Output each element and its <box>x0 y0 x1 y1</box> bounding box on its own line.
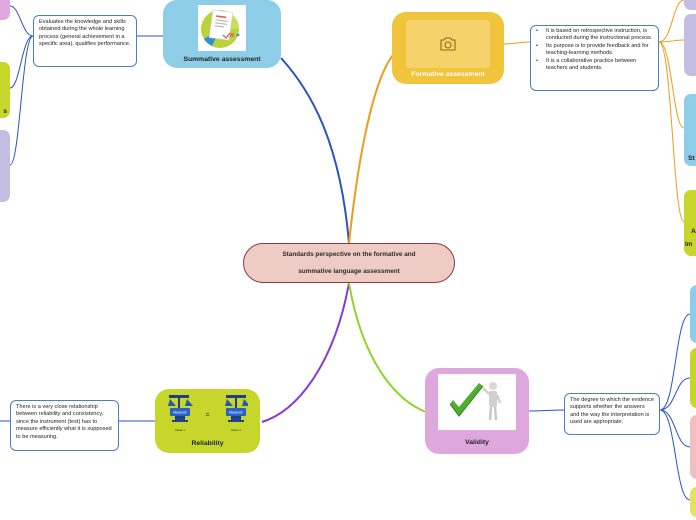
bullet-marker: • <box>536 57 538 64</box>
validity-image <box>438 374 516 430</box>
formative-note-item: • Its purpose is to provide feedback and… <box>536 43 653 58</box>
topic-reliability[interactable]: Measure Meas 1 = Measure Meas 2 Reliabil… <box>155 389 260 453</box>
scale-right-caption: Meas 2 <box>231 428 241 432</box>
right-edge-card-label-a: A <box>691 228 696 235</box>
report-icon <box>201 9 240 48</box>
central-topic[interactable]: Standards perspective on the formative a… <box>243 243 455 283</box>
central-topic-label: Standards perspective on the formative a… <box>282 251 416 275</box>
branch-summative <box>280 57 350 244</box>
equals-sign: = <box>205 412 209 419</box>
summative-image <box>198 5 246 51</box>
connector-validity-note <box>528 409 565 412</box>
right-edge-card-pink[interactable] <box>690 415 696 479</box>
validity-note[interactable]: The degree to which the evidence support… <box>564 393 660 435</box>
reliability-note[interactable]: There is a very close relationship betwe… <box>10 400 119 451</box>
left-edge-card-green[interactable]: s <box>0 62 10 118</box>
formative-note-item: • It is a collaborative practice between… <box>536 58 653 73</box>
formative-note-item: • It is based on retrospective instructi… <box>536 28 653 43</box>
summative-title: Summative assessment <box>183 56 261 63</box>
right-edge-card-lavender-top[interactable] <box>684 0 696 10</box>
formative-note[interactable]: • It is based on retrospective instructi… <box>530 25 659 91</box>
formative-note-item-text: Its purpose is to provide feedback and f… <box>546 42 649 57</box>
validity-note-text: The degree to which the evidence support… <box>570 397 654 426</box>
bullet-marker: • <box>536 28 538 34</box>
left-edge-card-lavender[interactable] <box>0 130 10 202</box>
left-edge-links <box>9 5 34 166</box>
summative-note-text: Evaluates the knowledge and skills obtai… <box>39 19 131 48</box>
right-edge-links-bottom <box>659 313 691 501</box>
right-edge-card-label-st: St <box>688 155 695 162</box>
right-edge-card-green[interactable]: A Im <box>684 190 696 256</box>
camera-icon <box>440 37 456 51</box>
right-edge-card-blue[interactable]: St <box>684 94 696 166</box>
scale-left-label: Measure <box>173 411 187 415</box>
left-edge-card-pink[interactable] <box>0 0 10 20</box>
right-edge-card-label-im: Im <box>685 241 693 248</box>
summative-note[interactable]: Evaluates the knowledge and skills obtai… <box>33 15 137 67</box>
reliability-note-text: There is a very close relationship betwe… <box>16 404 112 440</box>
reliability-title: Reliability <box>191 440 224 447</box>
formative-image-placeholder <box>406 20 490 68</box>
formative-note-item-text: It is based on retrospective instruction… <box>546 28 653 42</box>
bullet-marker: • <box>536 42 538 49</box>
right-edge-card-blue-2[interactable] <box>690 285 696 343</box>
right-edge-links-top <box>658 0 685 223</box>
checkmark-figure-icon <box>449 382 502 421</box>
topic-formative-assessment[interactable]: Formative assessment <box>392 12 504 84</box>
scales-icon: Measure Meas 1 = Measure Meas 2 <box>168 395 250 432</box>
formative-title: Formative assessment <box>411 71 485 78</box>
formative-note-item-text: It is a collaborative practice between t… <box>546 57 637 72</box>
branch-validity <box>348 282 427 413</box>
connector-formative-note <box>503 41 531 45</box>
right-edge-card-lavender[interactable] <box>684 14 696 76</box>
scale-right-label: Measure <box>229 411 243 415</box>
topic-validity[interactable]: Validity <box>425 368 529 454</box>
right-edge-card-green-2[interactable] <box>690 348 696 408</box>
right-edge-card-yellow[interactable] <box>690 487 696 517</box>
scale-left-caption: Meas 1 <box>175 428 185 432</box>
left-edge-card-label: s <box>3 108 7 115</box>
validity-title: Validity <box>465 439 489 446</box>
topic-summative-assessment[interactable]: Summative assessment <box>163 0 281 68</box>
branch-reliability <box>261 282 350 423</box>
reliability-image: Measure Meas 1 = Measure Meas 2 <box>167 393 250 437</box>
